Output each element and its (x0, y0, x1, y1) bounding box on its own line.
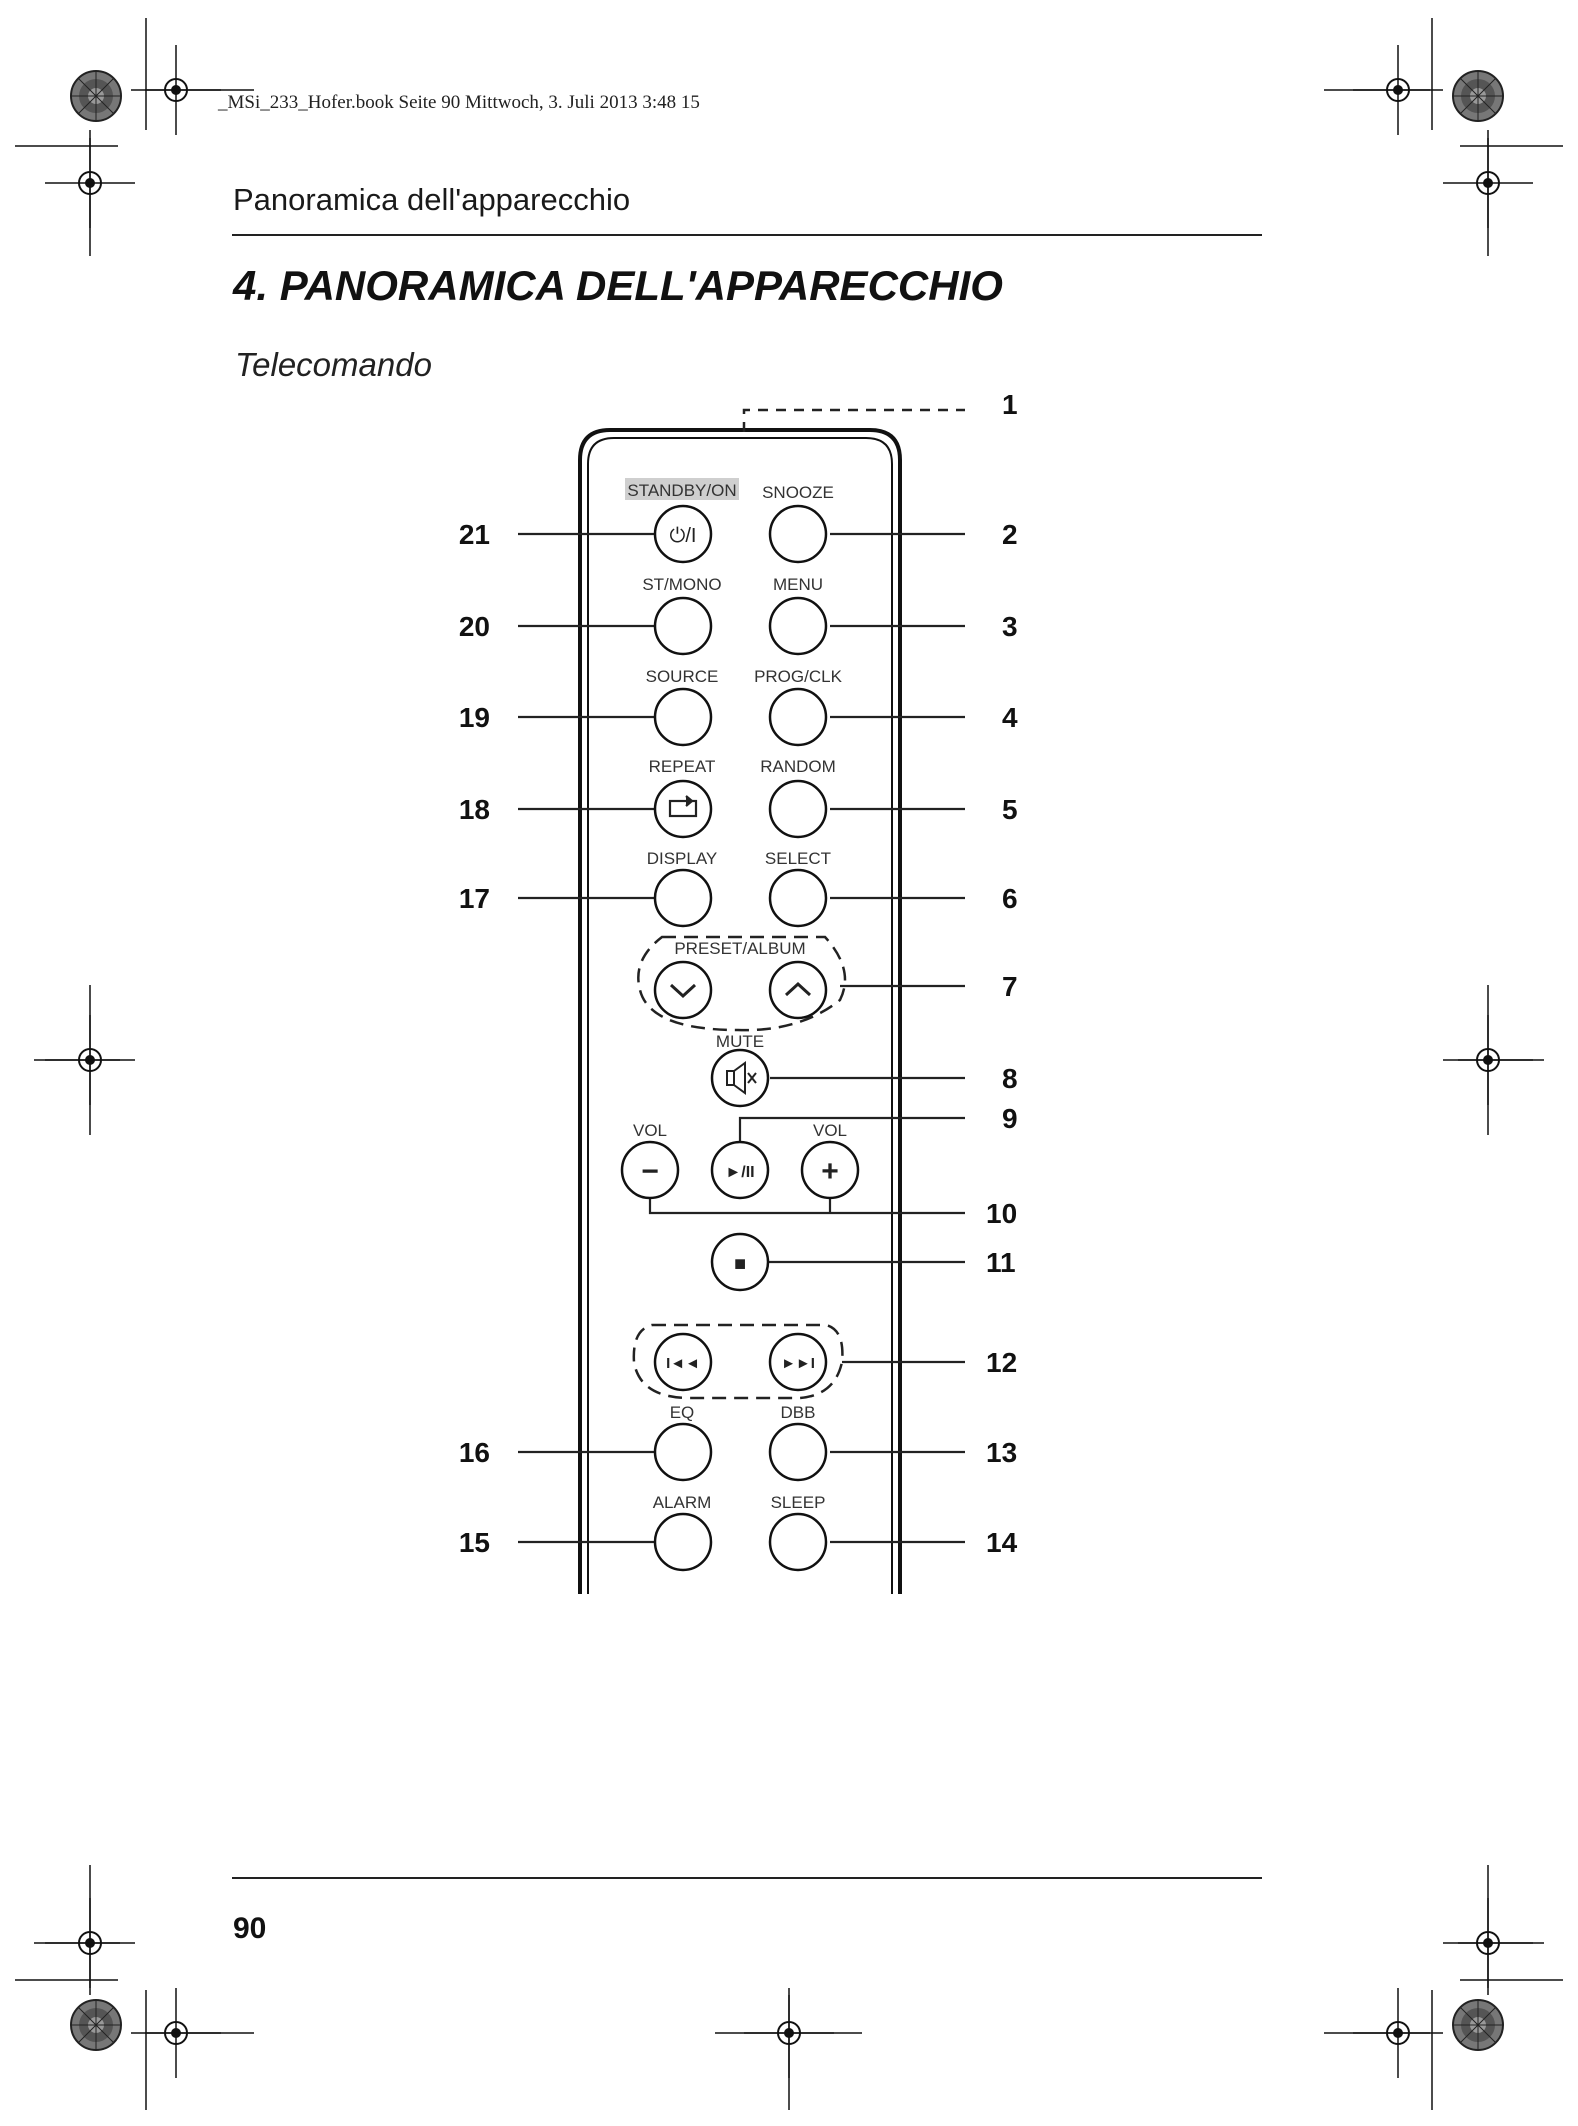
remote-body-outer (578, 428, 902, 1594)
callout-8: 8 (1002, 1063, 1018, 1094)
repeat-label: REPEAT (649, 757, 716, 776)
st-mono-label: ST/MONO (642, 575, 721, 594)
preset-up-button (768, 960, 828, 1020)
remote-body-inner (587, 437, 893, 1594)
callout-16: 16 (459, 1437, 490, 1468)
display-label: DISPLAY (647, 849, 718, 868)
color-rosette-icon (70, 70, 122, 122)
callout-17: 17 (459, 883, 490, 914)
callout-2: 2 (1002, 519, 1018, 550)
play-pause-icon: ►/II (725, 1164, 754, 1181)
callout-19: 19 (459, 702, 490, 733)
standby-label: STANDBY/ON (627, 481, 736, 500)
running-header: Panoramica dell'apparecchio (233, 182, 631, 217)
registration-marks (15, 18, 1563, 2110)
alarm-button (653, 1512, 713, 1572)
page-number: 90 (233, 1912, 267, 1945)
eq-button (653, 1422, 713, 1482)
vol-minus-button (620, 1140, 680, 1200)
skip-group-outline (632, 1323, 844, 1400)
menu-button (768, 596, 828, 656)
stop-button (710, 1232, 770, 1292)
snooze-button (768, 504, 828, 564)
callout-20: 20 (459, 611, 490, 642)
select-label: SELECT (765, 849, 831, 868)
callout-10: 10 (986, 1198, 1017, 1229)
callout-21: 21 (459, 519, 490, 550)
repeat-icon (668, 795, 698, 818)
chevron-up-icon (784, 981, 812, 997)
header-rule (232, 234, 1262, 236)
dbb-button (768, 1422, 828, 1482)
minus-icon: − (641, 1155, 659, 1188)
callout-1: 1 (1002, 389, 1018, 420)
callout-11: 11 (986, 1247, 1016, 1278)
footer-rule (232, 1877, 1262, 1879)
callout-15: 15 (459, 1527, 490, 1558)
vol-plus-label: VOL (813, 1121, 847, 1140)
eq-label: EQ (670, 1403, 695, 1422)
display-button (653, 868, 713, 928)
sleep-label: SLEEP (771, 1493, 826, 1512)
callout-6: 6 (1002, 883, 1018, 914)
st-mono-button (653, 596, 713, 656)
callout-14: 14 (986, 1527, 1018, 1558)
section-title: Telecomando (235, 346, 432, 383)
remote-control-diagram: STANDBY/ON SNOOZE ST/MONO MENU SOURCE PR… (459, 389, 1018, 1594)
mute-speaker-icon (726, 1061, 757, 1095)
preset-album-label: PRESET/ALBUM (674, 939, 805, 958)
callout-13: 13 (986, 1437, 1017, 1468)
power-icon: ⏻/I (670, 525, 697, 547)
callout-9: 9 (1002, 1103, 1018, 1134)
menu-label: MENU (773, 575, 823, 594)
standby-label-highlight (625, 478, 739, 500)
vol-minus-label: VOL (633, 1121, 667, 1140)
chapter-title: 4. PANORAMICA DELL'APPARECCHIO (233, 262, 1003, 309)
preset-album-group-outline (637, 935, 847, 1032)
prog-clk-label: PROG/CLK (754, 667, 843, 686)
dbb-label: DBB (781, 1403, 816, 1422)
play-pause-button (710, 1140, 770, 1200)
preset-down-button (653, 960, 713, 1020)
mute-label: MUTE (716, 1032, 764, 1051)
plus-icon: + (821, 1155, 839, 1188)
callout-3: 3 (1002, 611, 1018, 642)
skip-back-icon: I◄◄ (666, 1355, 700, 1372)
callout-12: 12 (986, 1347, 1017, 1378)
callout-5: 5 (1002, 794, 1018, 825)
mute-button (710, 1048, 770, 1108)
callout-4: 4 (1002, 702, 1018, 733)
skip-back-button (653, 1332, 713, 1392)
snooze-label: SNOOZE (762, 483, 834, 502)
sleep-button (768, 1512, 828, 1572)
random-label: RANDOM (760, 757, 836, 776)
color-rosette-icon (70, 1999, 122, 2051)
source-label: SOURCE (646, 667, 719, 686)
source-button (653, 687, 713, 747)
chevron-down-icon (669, 983, 697, 999)
skip-forward-icon: ►►I (781, 1355, 815, 1372)
prog-clk-button (768, 687, 828, 747)
random-button (768, 779, 828, 839)
stop-icon: ■ (734, 1253, 746, 1275)
callout-7: 7 (1002, 971, 1018, 1002)
callout-leaders (518, 532, 965, 1544)
ir-emitter-leader (742, 408, 965, 432)
color-rosette-icon (1452, 70, 1504, 122)
print-info-line: _MSi_233_Hofer.book Seite 90 Mittwoch, 3… (218, 92, 700, 113)
color-rosette-icon (1452, 1999, 1504, 2051)
callout-18: 18 (459, 794, 490, 825)
repeat-button (653, 779, 713, 839)
vol-plus-button (800, 1140, 860, 1200)
skip-forward-button (768, 1332, 828, 1392)
standby-button (653, 504, 713, 564)
select-button (768, 868, 828, 928)
alarm-label: ALARM (653, 1493, 712, 1512)
